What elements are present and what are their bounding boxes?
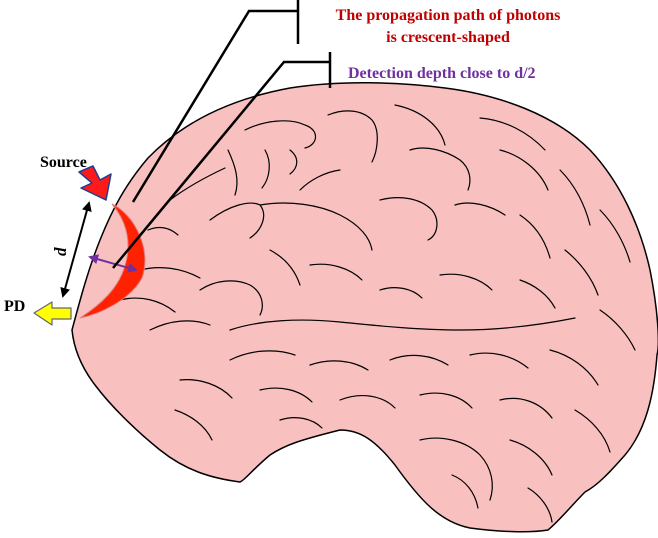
pd-arrow-icon — [34, 302, 71, 325]
pd-label: PD — [4, 298, 25, 315]
title-line-1: The propagation path of photons — [336, 7, 561, 24]
source-arrow-icon — [79, 166, 111, 200]
source-label: Source — [40, 154, 87, 171]
title-line-2: is crescent-shaped — [386, 29, 510, 46]
brain-outline — [72, 83, 658, 532]
depth-label: Detection depth close to d/2 — [348, 65, 536, 82]
distance-d-label: d — [51, 247, 70, 256]
